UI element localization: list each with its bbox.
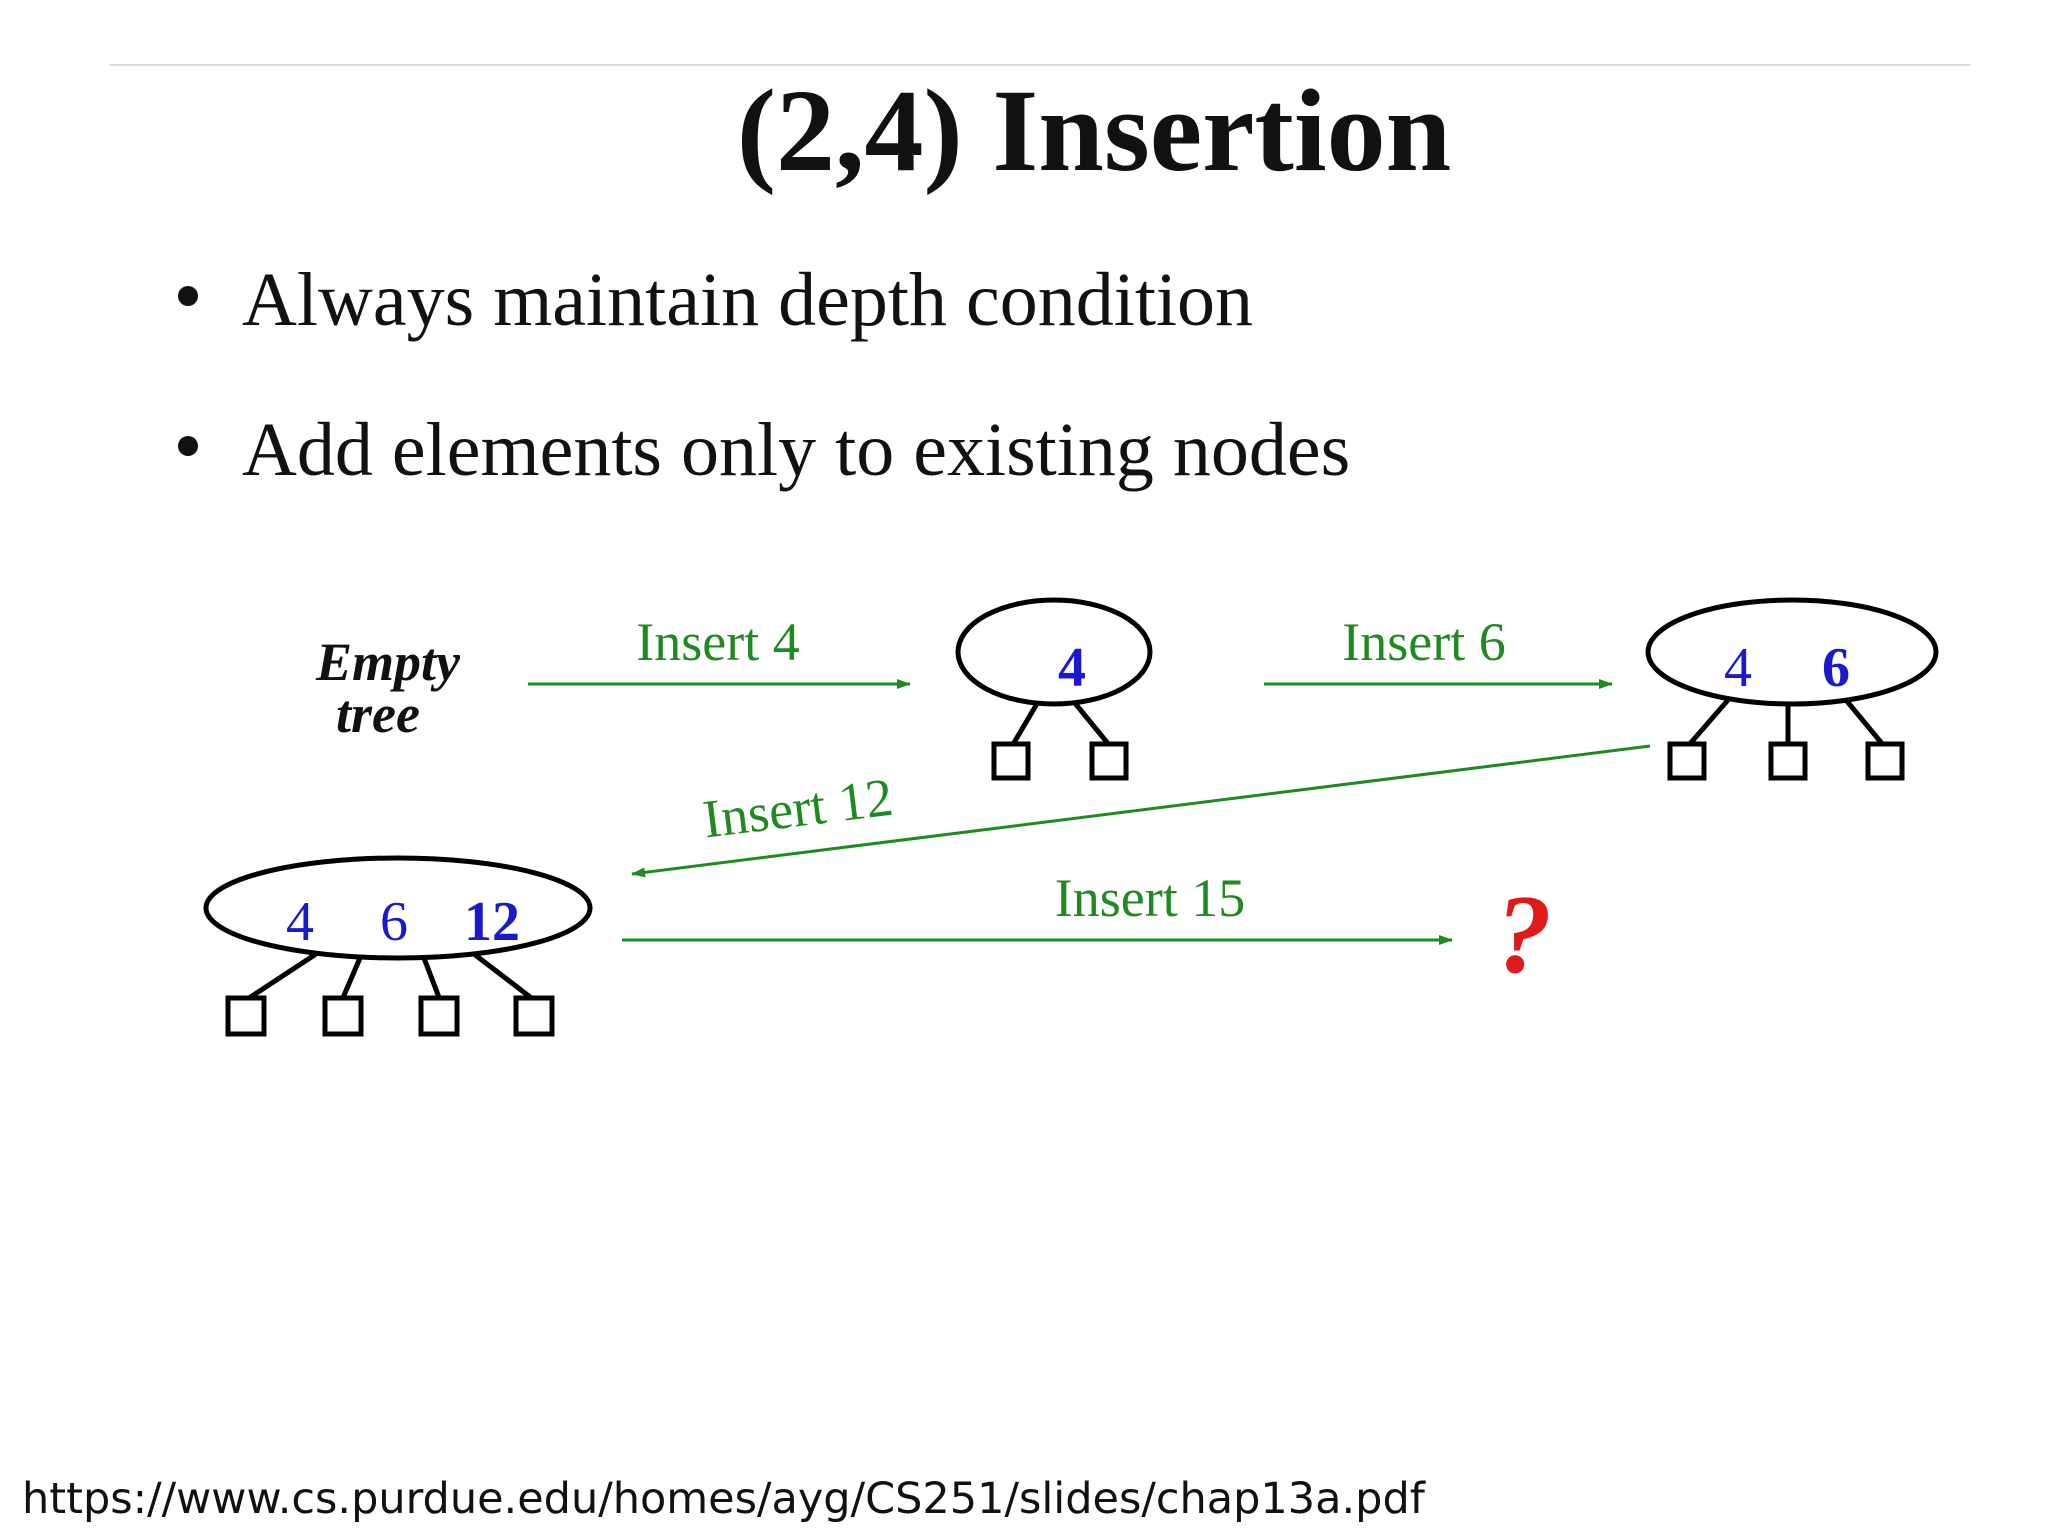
source-url: https://www.cs.purdue.edu/homes/ayg/CS25… <box>22 1474 1425 1524</box>
step-label-insert-12: Insert 12 <box>700 767 896 850</box>
node-key: 4 <box>286 891 314 953</box>
empty-tree-label-line1: Empty <box>315 632 461 692</box>
node-4: 4 <box>955 597 1153 781</box>
unknown-result-icon: ? <box>1496 873 1552 997</box>
arrow-insert-12 <box>631 744 1651 878</box>
bullet-list: Always maintain depth condition Add elem… <box>172 262 1350 562</box>
step-label-insert-4: Insert 4 <box>636 612 799 672</box>
bullet-dot-icon <box>178 436 198 456</box>
slide-title: (2,4) Insertion <box>736 65 1452 196</box>
node-key: 12 <box>464 891 520 953</box>
node-key: 4 <box>1724 637 1752 699</box>
bullet-item: Add elements only to existing nodes <box>172 412 1350 562</box>
node-key: 6 <box>380 891 408 953</box>
bullet-text: Always maintain depth condition <box>242 258 1254 342</box>
bullet-text: Add elements only to existing nodes <box>242 408 1351 492</box>
step-label-insert-6: Insert 6 <box>1342 612 1505 672</box>
node-4-6: 4 6 <box>1645 597 1939 781</box>
node-key: 4 <box>1058 637 1086 699</box>
node-key: 6 <box>1822 637 1850 699</box>
empty-tree-label-line2: tree <box>336 684 420 744</box>
step-label-insert-15: Insert 15 <box>1055 868 1245 928</box>
node-4-6-12: 4 6 12 <box>203 855 593 1037</box>
bullet-dot-icon <box>178 286 198 306</box>
bullet-item: Always maintain depth condition <box>172 262 1350 412</box>
